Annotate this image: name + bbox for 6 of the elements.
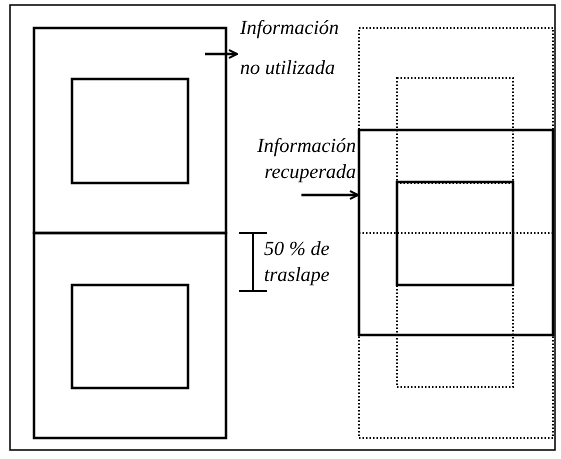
arrow <box>205 49 238 59</box>
callout-text: Información recuperada <box>226 133 356 185</box>
overlap-label: 50 % de traslape <box>264 237 331 288</box>
arrow <box>301 190 359 200</box>
callout-text: Información no utilizada <box>240 8 358 88</box>
tile-outline <box>358 128 554 336</box>
